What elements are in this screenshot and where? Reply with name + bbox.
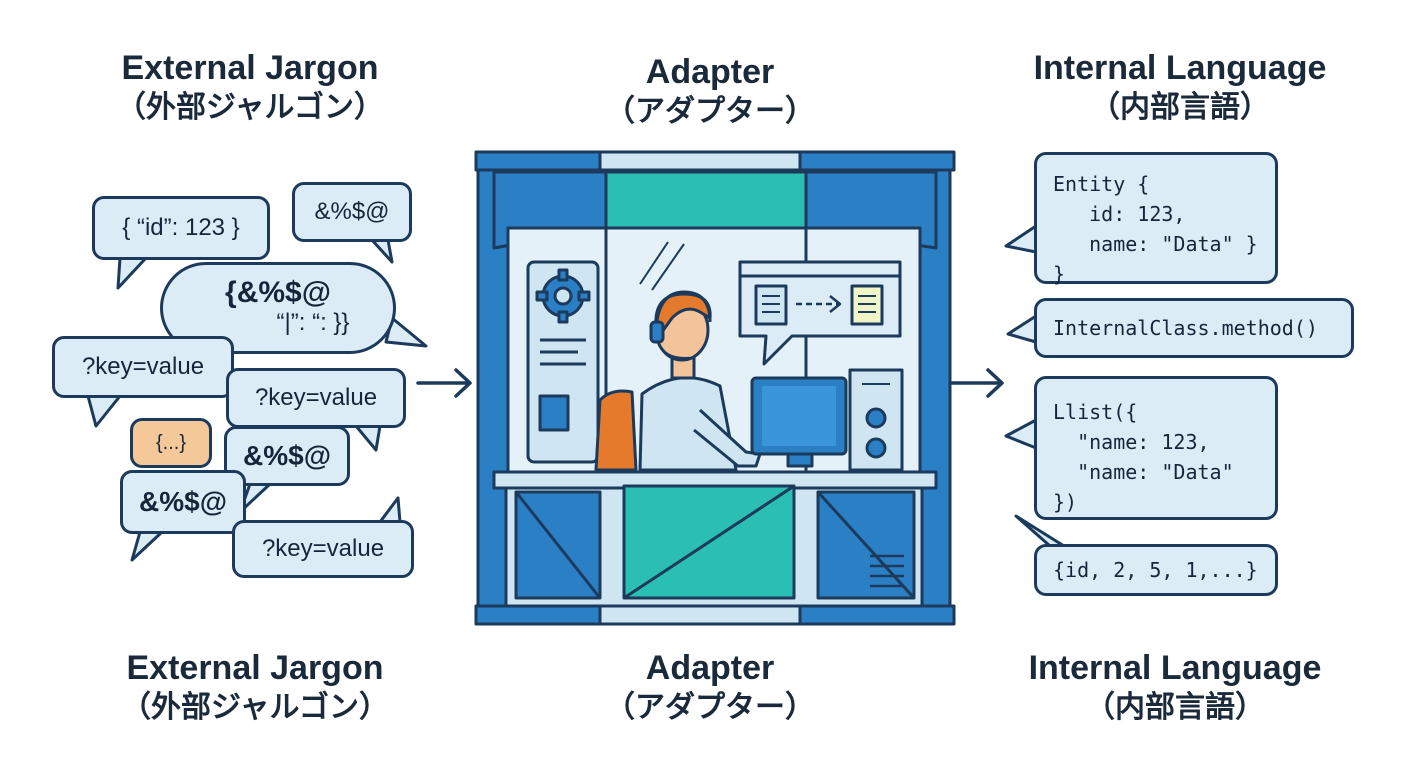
bubble-tail: [116, 256, 148, 290]
title-internal-bottom: Internal Language （内部言語）: [1005, 648, 1345, 728]
bubble-tail: [130, 530, 164, 562]
title-en: Adapter: [645, 53, 775, 91]
title-internal-top: Internal Language （内部言語）: [1010, 48, 1350, 128]
gear-icon: [535, 268, 591, 324]
bubble-tail: [86, 394, 122, 428]
jargon-bubble: &%$@: [224, 426, 350, 486]
jargon-bubble: ?key=value: [232, 520, 414, 578]
jargon-bubble: { “id”: 123 }: [92, 196, 270, 260]
arrow-right-icon: [948, 368, 1004, 398]
bubble-tail: [370, 238, 394, 264]
title-en: External Jargon: [121, 49, 379, 87]
jargon-bubble: &%$@: [120, 470, 246, 534]
internal-code-bubble: {id, 2, 5, 1,...}: [1034, 544, 1278, 596]
adapter-booth: [474, 150, 956, 626]
title-en: Internal Language: [1028, 649, 1322, 687]
bubble-tail: [378, 496, 402, 524]
title-external-top: External Jargon （外部ジャルゴン）: [100, 48, 400, 128]
bubble-tail: [1006, 314, 1038, 344]
bubble-tail: [1004, 224, 1038, 254]
operator-icon: [638, 290, 762, 472]
jargon-bubble: &%$@: [292, 182, 412, 242]
jargon-bubble: ?key=value: [52, 336, 234, 398]
arrow-right-icon: [416, 368, 472, 398]
jargon-text: {&%$@: [225, 276, 331, 309]
internal-code-bubble: InternalClass.method(): [1034, 298, 1354, 358]
title-jp: （内部言語）: [1085, 690, 1265, 725]
jargon-bubble-highlight: {...}: [130, 418, 212, 468]
bubble-tail: [354, 424, 382, 452]
title-en: External Jargon: [126, 649, 384, 687]
title-jp: （外部ジャルゴン）: [121, 690, 389, 725]
arrow-right-icon: [796, 295, 842, 313]
monitor-icon: [750, 376, 848, 468]
internal-code-bubble: Llist({ "name: 123, "name: "Data" }): [1034, 376, 1278, 520]
jargon-text: “|”: “: }}: [276, 309, 350, 336]
document-icon: [850, 284, 884, 326]
bubble-tail: [1014, 514, 1066, 548]
title-external-bottom: External Jargon （外部ジャルゴン）: [105, 648, 405, 728]
title-adapter-top: Adapter （アダプター）: [560, 52, 860, 132]
document-icon: [754, 284, 788, 326]
title-jp: （外部ジャルゴン）: [116, 90, 384, 125]
internal-code-bubble: Entity { id: 123, name: "Data" } }: [1034, 152, 1278, 286]
title-jp: （アダプター）: [605, 690, 815, 725]
title-jp: （アダプター）: [605, 94, 815, 129]
title-adapter-bottom: Adapter （アダプター）: [560, 648, 860, 728]
title-en: Adapter: [645, 649, 775, 687]
title-jp: （内部言語）: [1090, 90, 1270, 125]
title-en: Internal Language: [1033, 49, 1327, 87]
jargon-bubble: ?key=value: [226, 368, 406, 428]
bubble-tail: [1004, 418, 1038, 450]
